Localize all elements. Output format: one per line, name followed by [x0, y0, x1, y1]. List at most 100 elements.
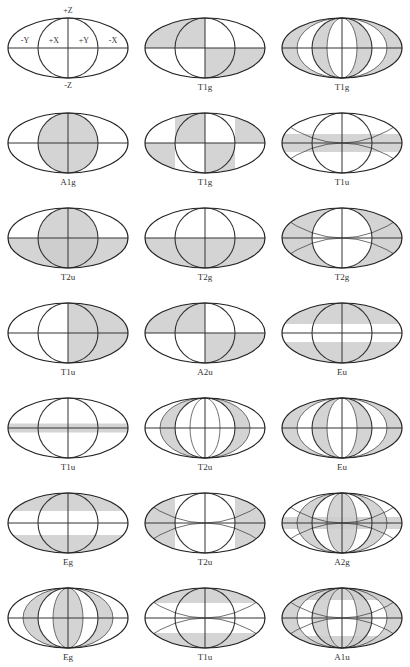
central-meridian: [68, 303, 69, 363]
axis-label: -Y: [20, 37, 30, 45]
harmonic-map: [282, 113, 402, 173]
map-outline: [145, 113, 265, 173]
nodal-curve: [282, 143, 402, 164]
nodal-curve: [145, 597, 265, 618]
harmonic-map: [8, 493, 128, 553]
symmetry-label: T1g: [197, 178, 214, 187]
symmetry-label: T1u: [60, 368, 77, 377]
harmonic-map: [8, 18, 128, 78]
central-meridian: [205, 398, 206, 458]
symmetry-label: T1u: [60, 463, 77, 472]
symmetry-label: T2g: [334, 273, 351, 282]
map-outline: [8, 113, 128, 173]
shaded-lobe: [282, 398, 402, 458]
central-meridian: [68, 398, 69, 458]
symmetry-label: T1u: [334, 178, 351, 187]
symmetry-label: T2u: [197, 558, 214, 567]
shaded-lobe: [282, 208, 402, 268]
shaded-lobe: [282, 18, 402, 78]
symmetry-label: A2u: [196, 368, 214, 377]
map-outline: [145, 493, 265, 553]
harmonic-map: [145, 588, 265, 648]
central-meridian: [342, 398, 343, 458]
nodal-curve: [145, 523, 265, 544]
axis-label: -X: [108, 37, 118, 45]
harmonic-map: [8, 588, 128, 648]
map-outline: [8, 398, 128, 458]
nodal-curve: [282, 122, 402, 143]
map-outline: [282, 18, 402, 78]
central-meridian: [205, 18, 206, 78]
map-outline: [282, 493, 402, 553]
symmetry-label: A1u: [333, 653, 351, 662]
harmonic-map: [282, 18, 402, 78]
map-outline: [8, 18, 128, 78]
harmonic-map: [8, 398, 128, 458]
map-outline: [8, 208, 128, 268]
nodal-curve: [145, 618, 265, 639]
map-outline: [8, 303, 128, 363]
central-meridian: [205, 208, 206, 268]
shaded-lobe: [145, 143, 175, 173]
harmonic-map: [145, 208, 265, 268]
map-outline: [282, 208, 402, 268]
nodal-curve: [282, 217, 402, 238]
symmetry-label: T2u: [60, 273, 77, 282]
central-meridian: [68, 18, 69, 78]
central-meridian: [342, 18, 343, 78]
harmonic-map: [8, 113, 128, 173]
central-meridian: [205, 303, 206, 363]
map-outline: [145, 18, 265, 78]
symmetry-label: T1g: [334, 83, 351, 92]
symmetry-label: Eg: [62, 653, 74, 662]
central-meridian: [68, 588, 69, 648]
map-outline: [8, 588, 128, 648]
harmonic-map: [282, 208, 402, 268]
symmetry-label: A2g: [333, 558, 351, 567]
map-outline: [282, 588, 402, 648]
symmetry-label: T1u: [197, 653, 214, 662]
harmonic-map: [145, 113, 265, 173]
axis-label: +Y: [78, 37, 90, 45]
shaded-lobe: [235, 113, 265, 143]
nodal-curve: [282, 502, 402, 523]
map-outline: [282, 113, 402, 173]
axis-label: +Z: [62, 7, 73, 15]
axis-label: -Z: [63, 82, 73, 90]
symmetry-label: T2g: [197, 273, 214, 282]
map-outline: [145, 588, 265, 648]
harmonic-map: [8, 303, 128, 363]
nodal-curve: [282, 238, 402, 259]
nodal-curve: [282, 597, 402, 618]
harmonic-map: [8, 208, 128, 268]
symmetry-label: T1g: [197, 83, 214, 92]
symmetry-label: Eg: [62, 558, 74, 567]
harmonic-map: [145, 398, 265, 458]
central-meridian: [68, 208, 69, 268]
harmonic-map: [145, 493, 265, 553]
central-meridian: [205, 113, 206, 173]
shaded-lobe: [282, 588, 402, 648]
map-outline: [8, 493, 128, 553]
symmetry-label: A1g: [59, 178, 77, 187]
axis-label: +X: [48, 37, 60, 45]
harmonic-map: [282, 303, 402, 363]
central-meridian: [342, 303, 343, 363]
harmonic-map: [145, 18, 265, 78]
map-outline: [282, 303, 402, 363]
harmonic-map: [145, 303, 265, 363]
symmetry-label: Eu: [336, 463, 348, 472]
nodal-curve: [282, 618, 402, 639]
map-outline: [145, 398, 265, 458]
symmetry-label: Eu: [336, 368, 348, 377]
harmonic-map: [282, 493, 402, 553]
harmonic-map: [282, 588, 402, 648]
central-meridian: [68, 493, 69, 553]
nodal-curve: [145, 502, 265, 523]
map-outline: [282, 398, 402, 458]
map-outline: [145, 208, 265, 268]
nodal-curve: [282, 523, 402, 544]
map-outline: [145, 303, 265, 363]
central-meridian: [68, 113, 69, 173]
